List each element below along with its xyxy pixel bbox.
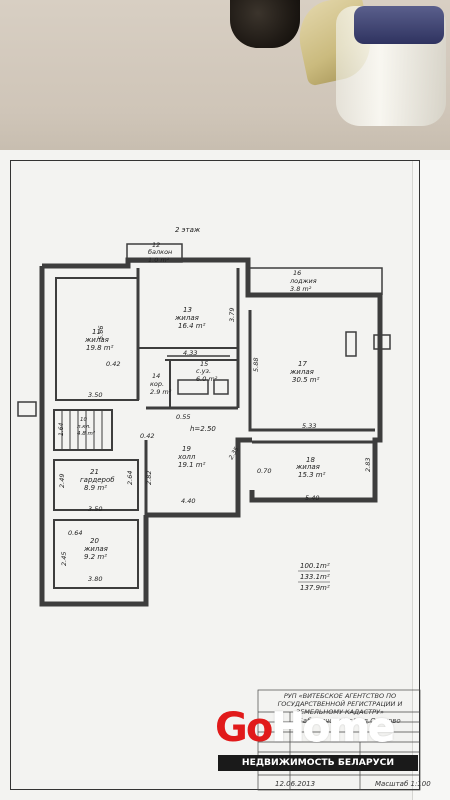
dim-5-40: 5.40 [305,494,319,502]
drawing-frame [10,160,420,790]
floor-label: 2 этаж [175,226,201,234]
room-17-num: 17 [298,360,307,368]
room-21-area: 8.9 m² [84,484,107,492]
property-address: Бабиничский с/с, д.Ольгово [298,717,401,725]
logo-home: Home [271,705,396,751]
agency-name: РУП «ВИТЕБСКОЕ АГЕНТСТВО ПО ГОСУДАРСТВЕН… [277,692,403,716]
room-11-num: 11 [92,328,101,336]
room-18-num: 18 [306,456,315,464]
room-21-name: гардероб [80,476,115,484]
logo-go: Go [215,705,273,751]
room-15-area: 6.0 m² [196,375,218,383]
room-13-name: жилая [174,314,199,322]
total-area-3: 137.9m² [300,584,330,592]
dim-0-42-a: 0.42 [106,360,120,368]
dim-3-79: 3.79 [228,308,236,322]
gohome-logo: GoHome [215,706,415,756]
walls [17,243,391,607]
dim-4-40: 4.40 [181,497,195,505]
sheet-stack-edge [412,160,450,800]
room-21-num: 21 [90,468,99,476]
room-18-area: 15.3 m² [298,471,326,479]
dim-5-33: 5.33 [302,422,316,430]
room-10-name: л.кл. [76,424,91,430]
room-16-name: лоджия [289,277,317,285]
dim-2-82: 2.82 [145,471,153,485]
room-14-num: 14 [152,372,160,380]
room-10-num: 10 [80,417,87,423]
area-totals: 100.1m² 133.1m² 137.9m² [298,562,330,592]
room-13-area: 16.4 m² [178,322,206,330]
dim-0-64: 0.64 [68,529,82,537]
room-16-area: 3.8 m² [290,285,312,293]
dim-2-49: 2.49 [58,474,66,488]
room-17-name: жилая [289,368,314,376]
dim-3-50-a: 3.50 [88,391,102,399]
room-14-name: кор. [150,380,164,388]
total-area-2: 133.1m² [300,573,330,581]
room-17-area: 30.5 m² [292,376,320,384]
room-20-num: 20 [90,537,99,545]
room-12-num: 12 [152,241,160,249]
room-20-name: жилая [83,545,108,553]
height-label: h=2.50 [190,425,216,433]
plan-scale: Масштаб 1:100 [375,780,431,788]
dim-0-42-b: 0.42 [140,432,154,440]
room-14-area: 2.9 m² [150,388,172,396]
room-13-num: 13 [183,306,192,314]
room-11-name: жилая [84,336,109,344]
total-area-1: 100.1m² [300,562,330,570]
room-16-num: 16 [293,269,301,277]
dim-2-45: 2.45 [60,552,68,566]
title-block-lines [257,689,421,791]
dim-0-55: 0.55 [176,413,190,421]
room-20-area: 9.2 m² [84,553,107,561]
room-15-name: с.уз. [196,367,211,375]
room-labels: 12 балкон 1.0 m² 13 жилая 16.4 m² 11 жил… [76,241,326,561]
room-12-area: 1.0 m² [148,256,170,264]
dim-1-64: 1.64 [58,422,65,436]
title-block: РУП «ВИТЕБСКОЕ АГЕНТСТВО ПО ГОСУДАРСТВЕН… [258,690,420,790]
jar-lid [354,6,444,44]
pepper-bottle [230,0,300,48]
dim-4-33: 4.33 [183,349,197,357]
room-10-area: 4.8 m² [77,430,96,437]
room-19-area: 19.1 m² [178,461,206,469]
room-11-area: 19.8 m² [86,344,114,352]
dim-2-83: 2.83 [364,458,372,472]
dim-2-64: 2.64 [126,471,134,485]
dim-3-80: 3.80 [88,575,102,583]
room-19-name: холл [177,453,196,461]
room-12-name: балкон [148,248,172,256]
room-15-num: 15 [200,360,208,368]
dim-3-50-b: 3.50 [88,505,102,513]
dim-5-88: 5.88 [252,358,260,372]
dim-0-70: 0.70 [257,467,271,475]
dimension-labels: 5.66 3.79 0.42 4.33 3.50 5.88 0.55 5.33 … [58,308,372,583]
room-19-num: 19 [182,445,191,453]
logo-subtitle: НЕДВИЖИМОСТЬ БЕЛАРУСИ [218,755,418,771]
plan-date: 12.06.2013 [275,780,316,788]
room-18-name: жилая [295,463,320,471]
dim-5-66: 5.66 [97,326,105,340]
